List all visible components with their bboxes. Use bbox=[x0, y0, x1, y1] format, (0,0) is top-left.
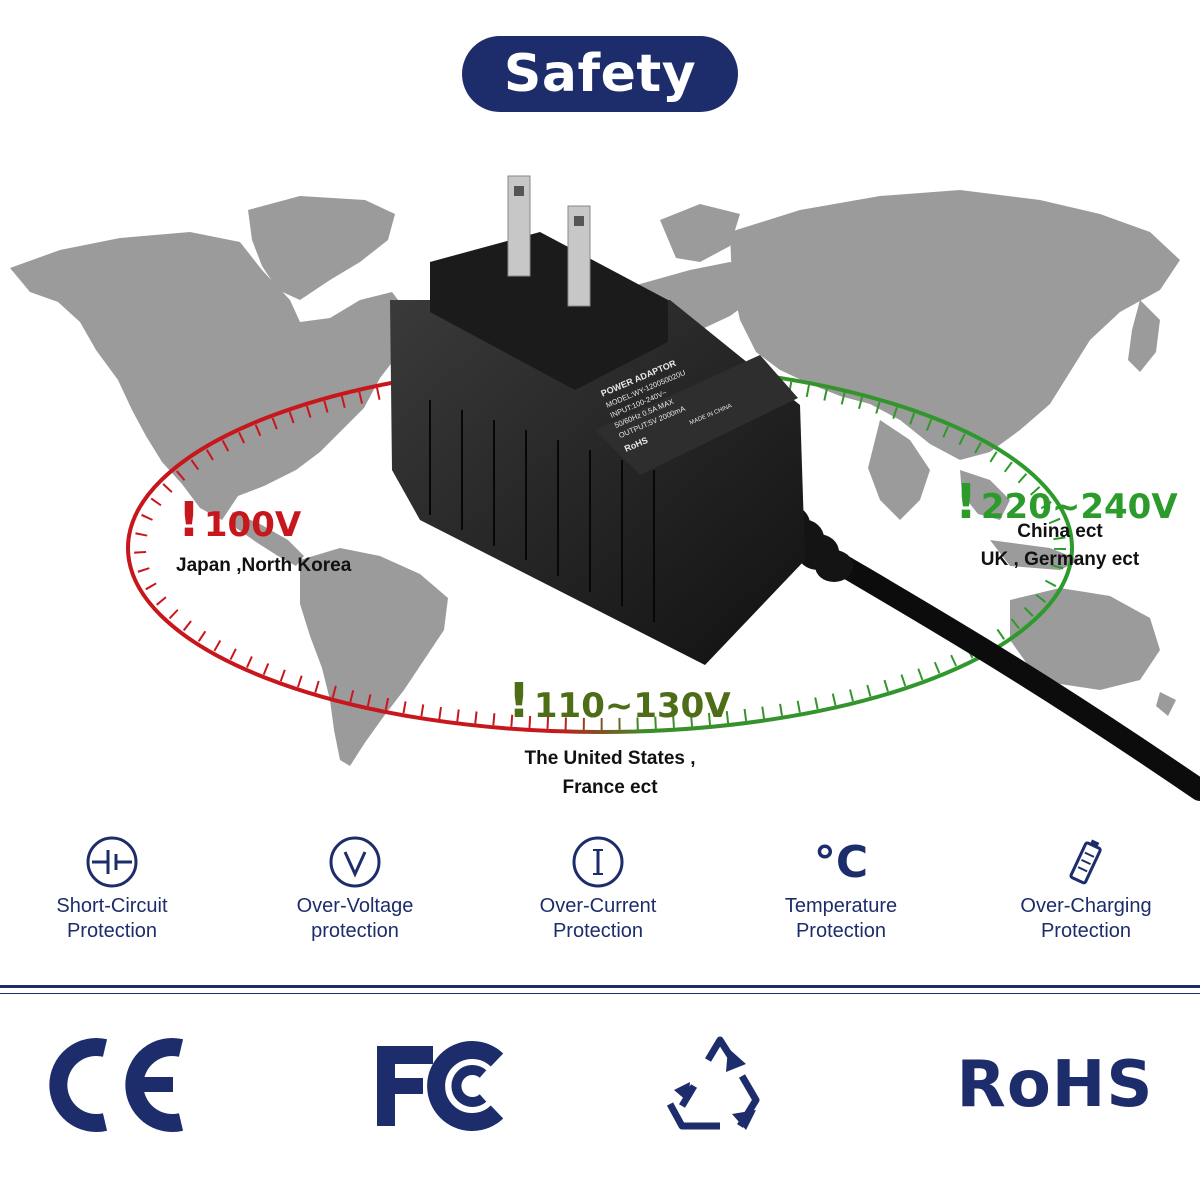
feature-label: Temperature bbox=[784, 895, 898, 917]
temperature-icon: °C bbox=[731, 832, 951, 892]
over-current-icon bbox=[488, 832, 708, 892]
short-circuit-icon bbox=[2, 832, 222, 892]
feature-label: Short-Circuit bbox=[56, 895, 168, 917]
voltage-value: 220~240V bbox=[980, 487, 1178, 527]
rohs-mark-text: RoHS bbox=[956, 1048, 1154, 1122]
feature-temperature: °C Temperature Protection bbox=[731, 832, 951, 944]
feature-label: Protection bbox=[795, 920, 887, 942]
feature-label: Protection bbox=[66, 920, 158, 942]
warning-icon: ! bbox=[178, 492, 200, 548]
rohs-mark-icon: RoHS bbox=[940, 1025, 1170, 1145]
feature-over-current: Over-Current Protection bbox=[488, 832, 708, 944]
world-map-illustration: POWER ADAPTOR MODEL:WY-120050020U INPUT:… bbox=[10, 175, 1200, 801]
ce-mark-icon bbox=[30, 1025, 200, 1145]
fcc-mark-icon bbox=[360, 1025, 520, 1145]
feature-label: protection bbox=[311, 920, 399, 942]
power-adapter-image bbox=[390, 175, 1200, 801]
warning-icon: ! bbox=[508, 673, 530, 729]
title-badge: Safety bbox=[462, 36, 738, 112]
feature-over-voltage: Over-Voltage protection bbox=[245, 832, 465, 944]
feature-label: Over-Voltage bbox=[296, 895, 414, 917]
voltage-value: 100V bbox=[203, 505, 302, 545]
feature-over-charging: Over-Charging Protection bbox=[976, 832, 1196, 944]
page-title: Safety bbox=[503, 44, 697, 104]
voltage-value: 110~130V bbox=[533, 686, 731, 726]
feature-label: Over-Current bbox=[539, 895, 657, 917]
voltage-callout-100v: !100V bbox=[178, 492, 301, 548]
temperature-icon-glyph: °C bbox=[813, 836, 869, 888]
voltage-region: Japan ,North Korea bbox=[176, 555, 352, 576]
feature-label: Protection bbox=[1040, 920, 1132, 942]
over-voltage-icon bbox=[245, 832, 465, 892]
voltage-region: UK , Germany ect bbox=[980, 549, 1140, 570]
feature-label: Protection bbox=[552, 920, 644, 942]
voltage-region: China ect bbox=[1017, 521, 1103, 542]
battery-icon bbox=[976, 832, 1196, 892]
feature-label: Over-Charging bbox=[1020, 895, 1152, 917]
voltage-callout-220-240v: !220~240V bbox=[955, 474, 1178, 530]
section-divider bbox=[0, 985, 1200, 988]
voltage-callout-110-130v: !110~130V bbox=[508, 673, 731, 729]
voltage-region: France ect bbox=[562, 777, 658, 798]
feature-short-circuit: Short-Circuit Protection bbox=[2, 832, 222, 944]
section-divider-thin bbox=[0, 993, 1200, 994]
warning-icon: ! bbox=[955, 474, 977, 530]
recycle-icon bbox=[655, 1025, 785, 1145]
voltage-region: The United States , bbox=[524, 748, 696, 769]
